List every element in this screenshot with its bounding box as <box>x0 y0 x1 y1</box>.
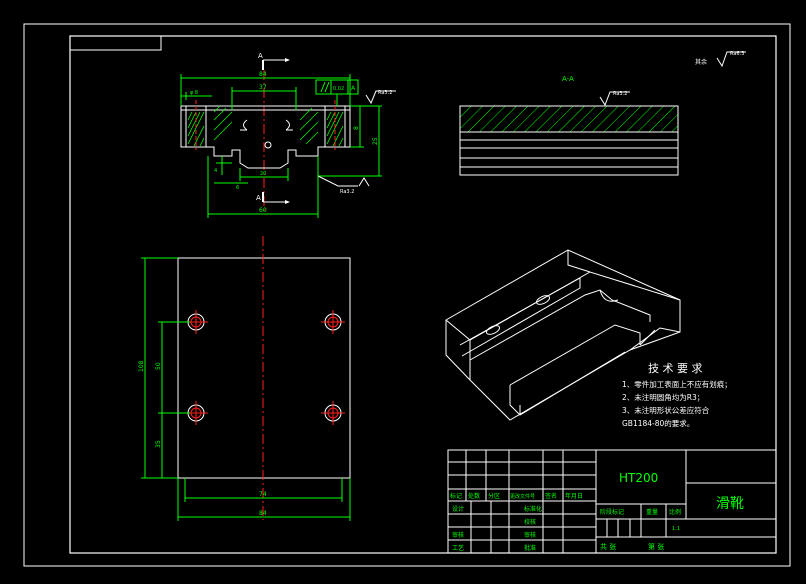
roughness-rest-label: 其余 <box>695 58 707 66</box>
general-roughness: 其余 Ra6.3 <box>695 51 746 68</box>
roughness-bottom: Ra3.2 <box>340 189 354 195</box>
dim-lower-part: 35 <box>155 440 162 448</box>
tech-requirements: 技 术 要 求 1、零件加工表面上不应有划痕； 2、未注明圆角均为R3； 3、未… <box>622 362 732 428</box>
part-name: 滑靴 <box>716 495 744 512</box>
row-process: 工艺 <box>452 544 464 552</box>
tech-item-3: 3、未注明形状公差应符合 <box>622 405 710 415</box>
dim-inner-width: 74 <box>259 491 267 498</box>
section-roughness: Ra3.2 <box>613 91 627 97</box>
section-view: A-A Ra3.2 <box>459 75 679 176</box>
dim-left-small: 4 <box>214 168 217 174</box>
dim-inner-top: 37 <box>259 84 267 91</box>
inner-border <box>69 35 777 554</box>
scale-label: 比例 <box>669 508 681 516</box>
parallel-value: 0.02 <box>333 86 344 92</box>
dim-right-total: 25 <box>372 137 379 145</box>
row-review-mid: 审核 <box>524 531 536 539</box>
dim-right-height: 8 <box>353 126 360 130</box>
material: HT200 <box>619 471 658 485</box>
tech-item-2: 2、未注明圆角均为R3； <box>622 392 704 402</box>
hdr-sign: 签名 <box>545 492 557 500</box>
sheet-no: 第 张 <box>648 542 664 551</box>
tech-title: 技 术 要 求 <box>648 362 703 375</box>
row-review-left: 审核 <box>452 531 464 539</box>
front-view: A <box>180 52 396 218</box>
scale-value: 1:1 <box>672 526 680 532</box>
weight-label: 重量 <box>646 508 658 516</box>
tech-item-1: 1、零件加工表面上不应有划痕； <box>622 379 732 389</box>
dim-overall-top: 84 <box>259 71 267 78</box>
dim-left-mark: φ 8 <box>190 90 198 96</box>
hdr-doc: 更改文件号 <box>510 493 535 500</box>
corner-code-box <box>69 35 162 51</box>
hdr-zone: 分区 <box>488 492 500 500</box>
sheet-total: 共 张 <box>600 542 616 551</box>
dim-total-width: 84 <box>259 510 267 517</box>
datum-letter: A <box>351 85 356 92</box>
hdr-date: 年月日 <box>565 492 583 500</box>
isometric-view <box>445 249 681 421</box>
section-letter-bottom: A <box>256 194 261 202</box>
dim-slot-width: 20 <box>260 171 266 177</box>
tech-item-4: GB1184-80的要求。 <box>622 418 694 428</box>
section-letter-top: A <box>258 52 263 60</box>
mounting-holes <box>184 310 345 425</box>
title-block-text: HT200 滑靴 标记 处数 分区 更改文件号 签名 年月日 设计 标准化 校核… <box>450 471 744 552</box>
plan-view: 108 50 35 74 84 <box>138 236 351 521</box>
roughness-right: Ra3.2 <box>378 90 392 96</box>
outer-border <box>23 23 791 567</box>
roughness-rest-value: Ra6.3 <box>730 51 744 57</box>
stage-label: 阶段标记 <box>600 508 624 516</box>
dim-height-total: 108 <box>138 360 145 372</box>
hdr-count: 处数 <box>468 492 480 500</box>
row-design: 设计 <box>452 505 464 513</box>
dim-inner-height: 50 <box>155 362 162 370</box>
title-block <box>447 449 777 554</box>
dim-left-small2: 6 <box>236 185 239 191</box>
hdr-mark: 标记 <box>450 492 462 500</box>
dim-bottom-width: 60 <box>259 207 267 214</box>
row-approve: 批准 <box>524 544 536 552</box>
row-check: 校核 <box>524 518 536 526</box>
section-title: A-A <box>562 75 574 83</box>
row-std: 标准化 <box>524 505 542 513</box>
